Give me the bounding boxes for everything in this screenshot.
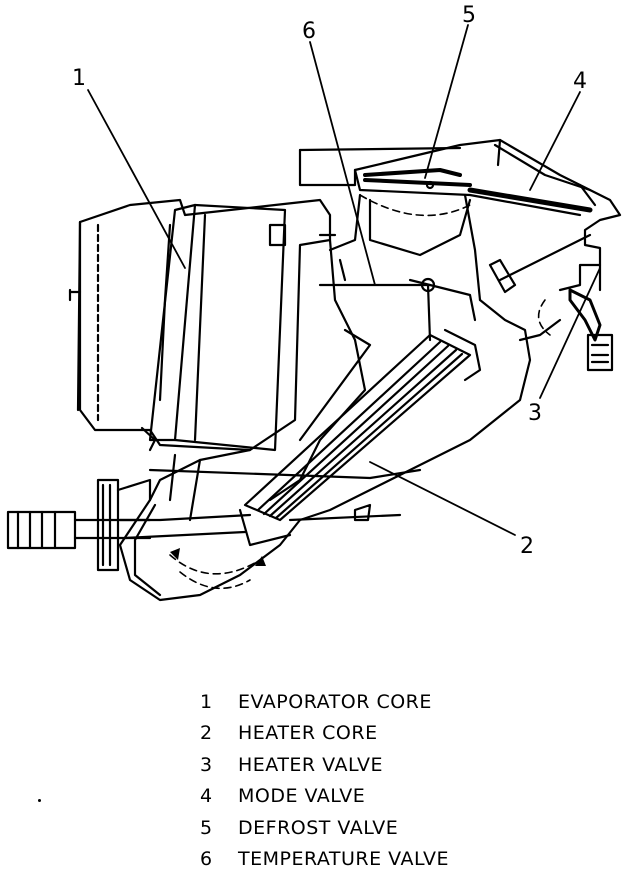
legend-item: 5 DEFROST VALVE [200,812,620,844]
legend-label: MODE VALVE [238,785,366,808]
legend-number: 6 [200,848,213,871]
legend-item: 3 HEATER VALVE [200,749,620,781]
stray-dot [38,799,41,802]
pipe-connector [6,478,252,572]
legend-label: HEATER VALVE [238,753,383,776]
callout-1: 1 [72,66,86,91]
callout-4: 4 [573,69,587,94]
callout-5: 5 [462,3,476,28]
callout-6: 6 [302,19,316,44]
legend-label: DEFROST VALVE [238,816,399,839]
legend-number: 3 [200,753,213,776]
lower-housing [118,238,562,602]
legend-item: 6 TEMPERATURE VALVE [200,844,620,876]
leader-line-3 [539,267,601,399]
leader-line-6 [309,41,376,286]
arrow-heads [170,548,266,566]
legend-label: HEATER CORE [238,722,378,745]
callout-2: 2 [520,534,534,559]
legend-number: 2 [200,722,213,745]
leader-line-5 [424,24,469,179]
temperature-valve [318,258,477,342]
legend-number: 5 [200,816,213,839]
legend-number: 4 [200,785,213,808]
evaporator-core [148,203,287,452]
legend: 1 EVAPORATOR CORE 2 HEATER CORE 3 HEATER… [200,686,620,875]
legend-item: 2 HEATER CORE [200,718,620,750]
legend-label: EVAPORATOR CORE [238,690,432,713]
upper-duct [298,138,622,302]
legend-item: 4 MODE VALVE [200,781,620,813]
leader-line-1 [87,89,186,269]
legend-label: TEMPERATURE VALVE [238,848,449,871]
leader-lines [87,24,601,536]
legend-number: 1 [200,690,213,713]
airflow-arrows [169,194,551,590]
misc-fittings [140,233,372,522]
leader-line-4 [529,91,581,191]
callout-3: 3 [528,401,542,426]
heater-core [238,328,482,547]
leader-line-2 [369,461,516,536]
mode-valve [488,233,592,294]
legend-item: 1 EVAPORATOR CORE [200,686,620,718]
defrost-valve [363,168,462,190]
